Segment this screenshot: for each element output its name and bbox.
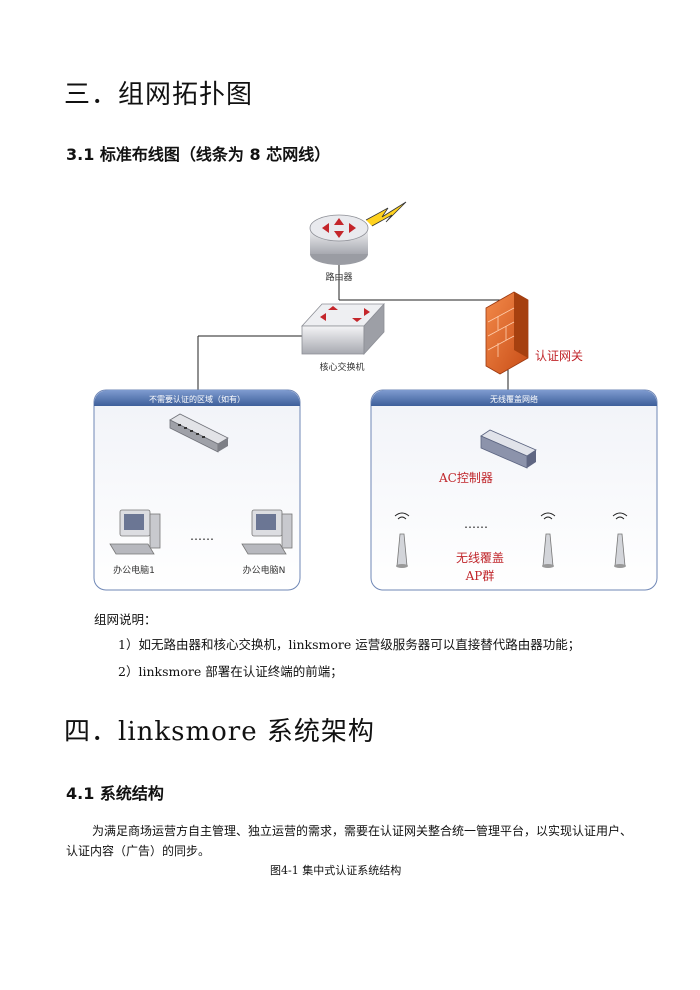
section-3-1-heading: 3.1 标准布线图（线条为 8 芯网线）: [66, 145, 331, 164]
computer-n-label: 办公电脑N: [243, 564, 286, 576]
ac-controller-icon: [480, 429, 537, 469]
access-switch-icon: [169, 413, 229, 453]
section-3-heading: 三．组网拓扑图: [64, 80, 254, 110]
right-zone-panel: 无线覆盖网络: [370, 389, 658, 591]
ap-group-label-line1: 无线覆盖: [456, 551, 504, 565]
firewall-icon: [485, 291, 529, 375]
ap-3-icon: [612, 512, 628, 568]
computer-1-label: 办公电脑1: [113, 564, 155, 576]
ap-ellipsis: ……: [464, 517, 488, 531]
core-switch-label: 核心交换机: [319, 361, 364, 373]
ap-2-icon: [540, 512, 556, 568]
section-4-heading: 四．linksmore 系统架构: [64, 717, 375, 747]
network-topology-diagram: 不需要认证的区域（如有） 无线覆盖网络 路由器 核心交换机: [93, 201, 658, 591]
left-zone-title: 不需要认证的区域（如有）: [149, 394, 245, 404]
left-zone-panel: 不需要认证的区域（如有）: [93, 389, 301, 591]
router-icon: [309, 201, 407, 265]
notes-title: 组网说明：: [94, 612, 157, 627]
section-4-paragraph-line2: 认证内容（广告）的同步。: [66, 844, 211, 858]
ap-1-icon: [394, 512, 410, 568]
notes-item-1: 1）如无路由器和核心交换机，linksmore 运营级服务器可以直接替代路由器功…: [118, 637, 581, 652]
ac-controller-label: AC控制器: [438, 471, 493, 485]
section-4-paragraph-line1: 为满足商场运营方自主管理、独立运营的需求，需要在认证网关整合统一管理平台，以实现…: [92, 824, 633, 838]
computer-n-icon: [241, 509, 293, 555]
notes-item-2: 2）linksmore 部署在认证终端的前端；: [118, 664, 343, 679]
figure-caption: 图4-1 集中式认证系统结构: [270, 864, 402, 877]
computer-1-icon: [109, 509, 161, 555]
right-zone-title: 无线覆盖网络: [490, 394, 538, 404]
ap-group-label-line2: AP群: [465, 569, 495, 583]
core-switch-icon: [301, 302, 385, 356]
router-label: 路由器: [325, 271, 352, 283]
auth-gateway-label: 认证网关: [535, 349, 583, 363]
section-4-1-heading: 4.1 系统结构: [66, 784, 164, 803]
computer-ellipsis: ……: [190, 529, 214, 543]
